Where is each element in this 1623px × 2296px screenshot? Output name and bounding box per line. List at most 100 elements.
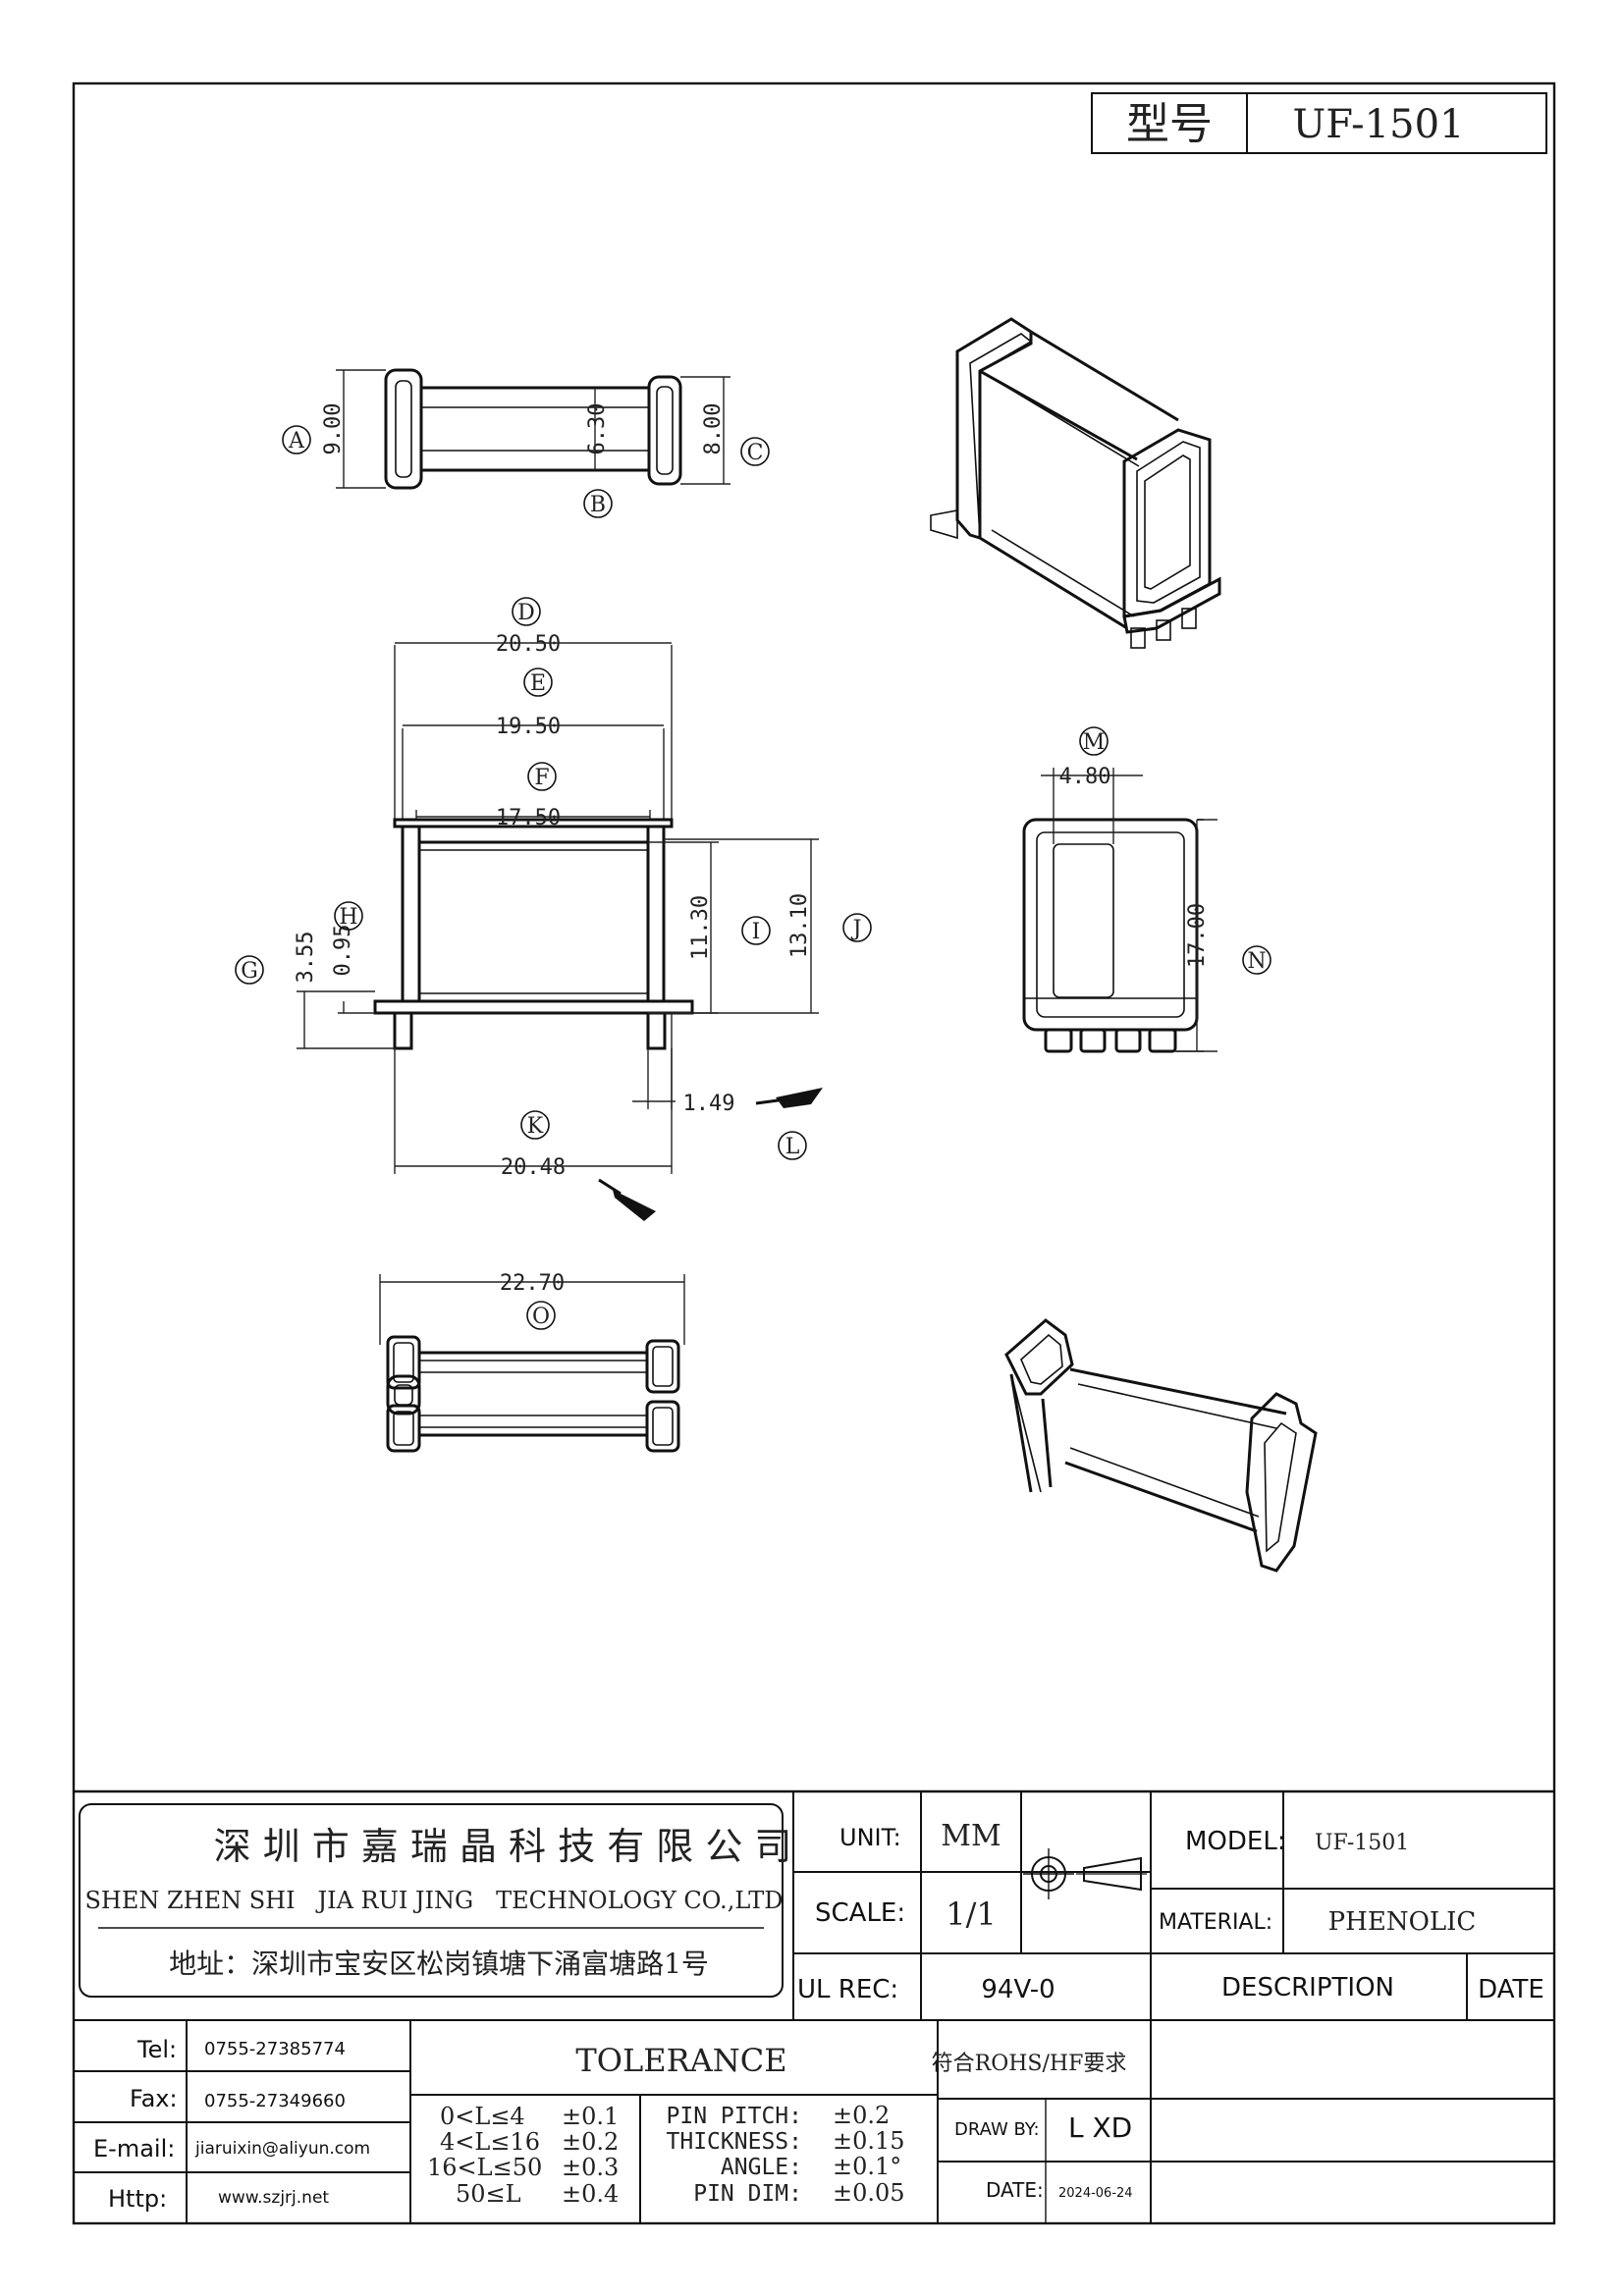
http-value: www.szjrj.net	[218, 2188, 329, 2208]
dim-f: 17.50	[496, 806, 561, 830]
dim-n: 17.00	[1185, 903, 1210, 968]
date-column-label: DATE	[1478, 1975, 1544, 2004]
dim-h: 0.95	[331, 925, 355, 977]
svg-text:±0.3: ±0.3	[562, 2154, 619, 2181]
tolerance-table: 0<L≤4 4<L≤16 16<L≤50 50≤L ±0.1 ±0.2 ±0.3…	[427, 2102, 905, 2208]
unit-value: MM	[941, 1819, 1001, 1853]
svg-text:±0.2: ±0.2	[833, 2102, 890, 2129]
svg-text:E: E	[530, 671, 546, 696]
unit-label: UNIT:	[839, 1824, 901, 1851]
svg-text:G: G	[241, 959, 258, 984]
isometric-view-top	[930, 317, 1221, 649]
email-label: E-mail:	[93, 2135, 175, 2163]
svg-text:H: H	[339, 905, 357, 930]
svg-text:F: F	[534, 766, 549, 790]
scale-label: SCALE:	[815, 1898, 905, 1928]
fax-value: 0755-27349660	[204, 2091, 346, 2111]
rohs-note: 符合ROHS/HF要求	[932, 2052, 1127, 2076]
svg-text:O: O	[532, 1305, 550, 1329]
dim-l: 1.49	[683, 1092, 735, 1116]
callout-j: J	[842, 913, 872, 942]
isometric-view-bottom	[1004, 1318, 1318, 1573]
model-value: UF-1501	[1315, 1831, 1409, 1855]
svg-text:PIN PITCH:: PIN PITCH:	[667, 2104, 802, 2129]
model-header-label: 型号	[1126, 99, 1213, 149]
email-value: jiaruixin@aliyun.com	[194, 2139, 370, 2159]
date-value: 2024-06-24	[1058, 2186, 1133, 2201]
svg-text:16<L≤50: 16<L≤50	[427, 2154, 542, 2181]
callout-l: L	[778, 1131, 807, 1160]
svg-text:J: J	[851, 917, 862, 941]
ul-value: 94V-0	[981, 1975, 1055, 2004]
callout-d: D	[512, 597, 541, 626]
svg-text:M: M	[1083, 730, 1106, 755]
fax-label: Fax:	[130, 2085, 178, 2112]
svg-text:B: B	[590, 493, 606, 517]
date-label: DATE:	[986, 2178, 1044, 2202]
svg-text:±0.05: ±0.05	[833, 2179, 905, 2207]
title-block: 深 圳 市 嘉 瑞 晶 科 技 有 限 公 司 SHEN ZHEN SHI JI…	[74, 1789, 1554, 2223]
svg-text:±0.1°: ±0.1°	[833, 2153, 901, 2180]
model-header: 型号 UF-1501	[1091, 92, 1547, 154]
svg-text:K: K	[527, 1114, 544, 1139]
svg-text:±0.15: ±0.15	[833, 2127, 905, 2155]
callout-a: A	[282, 425, 311, 454]
scale-value: 1/1	[946, 1896, 997, 1933]
svg-text:4<L≤16: 4<L≤16	[440, 2128, 540, 2156]
svg-text:N: N	[1247, 949, 1266, 974]
callout-o: O	[526, 1301, 556, 1330]
dim-o: 22.70	[500, 1271, 565, 1296]
dim-i: 11.30	[688, 895, 713, 960]
company-name-en: SHEN ZHEN SHI JIA RUI JING TECHNOLOGY CO…	[84, 1887, 783, 1914]
dim-e: 19.50	[496, 715, 561, 739]
svg-text:50≤L: 50≤L	[456, 2180, 521, 2208]
front-view: 20.50 19.50 17.50 11.30 13.10 3.55 0.9	[294, 632, 823, 1221]
material-value: PHENOLIC	[1328, 1907, 1477, 1937]
callout-i: I	[741, 916, 771, 945]
top-view: 9.00 6.30 8.00	[321, 368, 730, 490]
ul-label: UL REC:	[797, 1975, 898, 2004]
dim-c: 8.00	[701, 403, 726, 455]
company-address: 地址：深圳市宝安区松岗镇塘下涌富塘路1号	[169, 1948, 709, 1980]
svg-text:THICKNESS:: THICKNESS:	[667, 2129, 802, 2155]
dim-b: 6.30	[585, 403, 610, 455]
http-label: Http:	[108, 2185, 167, 2213]
callout-c: C	[740, 437, 770, 466]
svg-text:C: C	[747, 441, 764, 465]
svg-text:L: L	[785, 1135, 800, 1159]
callout-b: B	[583, 489, 613, 518]
tolerance-title: TOLERANCE	[575, 2042, 786, 2079]
svg-text:I: I	[752, 920, 761, 944]
svg-text:D: D	[517, 601, 535, 625]
callout-k: K	[520, 1110, 550, 1140]
svg-text:±0.1: ±0.1	[562, 2103, 619, 2130]
dim-d: 20.50	[496, 632, 561, 657]
callout-e: E	[523, 667, 553, 697]
draw-by-value: L XD	[1068, 2111, 1132, 2144]
svg-text:PIN DIM:: PIN DIM:	[693, 2181, 802, 2207]
description-label: DESCRIPTION	[1221, 1973, 1394, 2002]
dim-j: 13.10	[787, 893, 812, 958]
projection-symbol	[1023, 1848, 1147, 1899]
tel-label: Tel:	[136, 2036, 177, 2063]
svg-text:ANGLE:: ANGLE:	[721, 2155, 802, 2180]
callout-m: M	[1079, 726, 1109, 756]
svg-text:0<L≤4: 0<L≤4	[440, 2103, 525, 2130]
model-header-value: UF-1501	[1293, 102, 1465, 147]
dim-g: 3.55	[294, 932, 318, 984]
callouts: A B C D E F G H I J K L M N O	[235, 425, 1271, 1330]
bottom-view: 22.70	[379, 1271, 685, 1453]
svg-text:±0.2: ±0.2	[562, 2128, 619, 2156]
side-view: 4.80 17.00	[1022, 765, 1217, 1053]
dim-m: 4.80	[1059, 765, 1111, 789]
svg-text:A: A	[288, 429, 305, 454]
company-name-cn: 深 圳 市 嘉 瑞 晶 科 技 有 限 公 司	[214, 1825, 792, 1868]
callout-g: G	[235, 955, 264, 985]
svg-text:±0.4: ±0.4	[562, 2180, 619, 2208]
material-label: MATERIAL:	[1159, 1910, 1272, 1935]
sheet-border	[72, 81, 1556, 2225]
model-label: MODEL:	[1185, 1827, 1286, 1856]
dim-a: 9.00	[321, 403, 346, 455]
callout-f: F	[527, 762, 557, 791]
